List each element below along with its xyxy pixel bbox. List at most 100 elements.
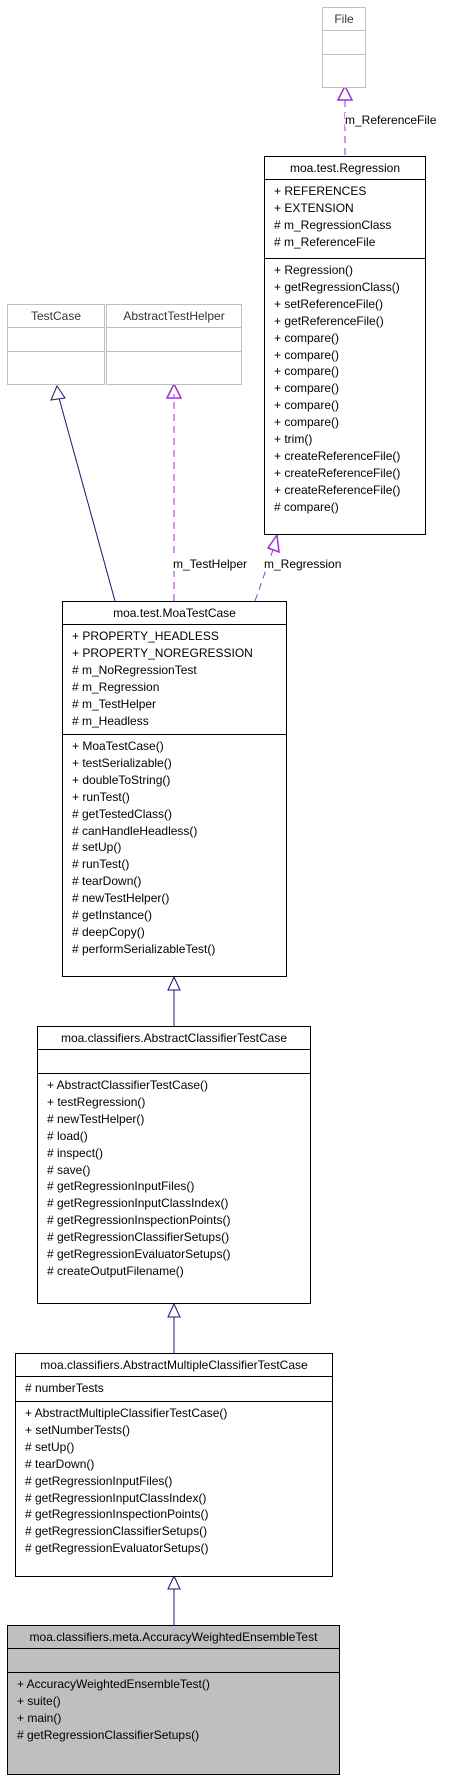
method: # getRegressionInputFiles() [47, 1179, 195, 1194]
method: + doubleToString() [72, 772, 171, 787]
method: + setReferenceFile() [274, 296, 384, 311]
methods-section: + AbstractMultipleClassifierTestCase() +… [16, 1402, 332, 1560]
attribute: # numberTests [25, 1381, 104, 1395]
method: # tearDown() [25, 1456, 95, 1471]
attributes-section [38, 1050, 310, 1074]
method: + testSerializable() [72, 755, 172, 770]
method: # getRegressionClassifierSetups() [25, 1524, 208, 1539]
method: + compare() [274, 330, 340, 345]
attributes-section: + PROPERTY_HEADLESS + PROPERTY_NOREGRESS… [63, 625, 286, 735]
method: # getRegressionInputClassIndex() [25, 1490, 207, 1505]
method: # getRegressionClassifierSetups() [47, 1230, 230, 1245]
method: + AccuracyWeightedEnsembleTest() [17, 1677, 210, 1691]
inherit-arrow-abstractclassifier [167, 1302, 181, 1318]
arrowhead-helper [165, 382, 183, 399]
attribute: # m_Headless [72, 713, 149, 728]
inherit-arrow-testcase [50, 384, 66, 401]
class-abstractmultipleclassifiertestcase[interactable]: moa.classifiers.AbstractMultipleClassifi… [15, 1353, 333, 1577]
method: # setUp() [72, 840, 122, 855]
attribute: # m_Regression [72, 679, 160, 694]
method: # tearDown() [72, 874, 142, 889]
method: # canHandleHeadless() [72, 823, 198, 838]
method: # getTestedClass() [72, 806, 173, 821]
methods-section [323, 55, 365, 79]
method: + runTest() [72, 789, 130, 804]
class-testcase[interactable]: TestCase [7, 304, 105, 385]
arrowhead-regression [266, 532, 280, 554]
method: # deepCopy() [72, 924, 145, 939]
attributes-section [8, 328, 104, 352]
edge-label-regression: m_Regression [264, 557, 342, 571]
class-moatestcase[interactable]: moa.test.MoaTestCase + PROPERTY_HEADLESS… [62, 601, 287, 977]
method: + AbstractMultipleClassifierTestCase() [25, 1406, 228, 1420]
class-abstracttesthelper[interactable]: AbstractTestHelper [106, 304, 242, 385]
method: + AbstractClassifierTestCase() [47, 1078, 209, 1092]
methods-section: + Regression() + getRegressionClass() + … [265, 259, 425, 519]
method: # save() [47, 1162, 91, 1177]
method: + main() [17, 1710, 62, 1725]
attribute: # m_NoRegressionTest [72, 662, 197, 677]
method: # getRegressionInspectionPoints() [25, 1507, 209, 1522]
attributes-section: # numberTests [16, 1377, 332, 1402]
attributes-section [8, 1649, 339, 1673]
method: # getRegressionInspectionPoints() [47, 1213, 231, 1228]
attribute: + EXTENSION [274, 200, 354, 215]
method: + suite() [17, 1693, 61, 1708]
arrowhead-file [336, 84, 354, 101]
methods-section [8, 352, 104, 376]
class-accuracyweightedensembletest[interactable]: moa.classifiers.meta.AccuracyWeightedEns… [7, 1625, 340, 1775]
attribute: + PROPERTY_NOREGRESSION [72, 645, 253, 660]
method: + compare() [274, 398, 340, 413]
class-name: moa.test.MoaTestCase [63, 602, 286, 625]
class-name: moa.test.Regression [265, 157, 425, 180]
method: # createOutputFilename() [47, 1263, 184, 1278]
methods-section [107, 352, 241, 376]
methods-section: + AccuracyWeightedEnsembleTest() + suite… [8, 1673, 339, 1747]
attributes-section [107, 328, 241, 352]
method: # inspect() [47, 1145, 104, 1160]
method: + getRegressionClass() [274, 279, 400, 294]
method: # newTestHelper() [72, 891, 170, 906]
inherit-arrow-abstractmultiple [167, 1574, 181, 1590]
attribute: + PROPERTY_HEADLESS [72, 629, 219, 643]
class-regression[interactable]: moa.test.Regression + REFERENCES + EXTEN… [264, 156, 426, 535]
method: # runTest() [72, 857, 130, 872]
attribute: # m_ReferenceFile [274, 234, 376, 249]
method: # getRegressionClassifierSetups() [17, 1727, 200, 1742]
attributes-section [323, 31, 365, 55]
class-name: AbstractTestHelper [107, 305, 241, 328]
class-name: moa.classifiers.AbstractClassifierTestCa… [38, 1027, 310, 1050]
attributes-section: + REFERENCES + EXTENSION # m_RegressionC… [265, 180, 425, 259]
attribute: # m_RegressionClass [274, 217, 392, 232]
method: # load() [47, 1128, 88, 1143]
method: + createReferenceFile() [274, 465, 401, 480]
method: # newTestHelper() [47, 1111, 145, 1126]
method: + setNumberTests() [25, 1422, 131, 1437]
method: + Regression() [274, 263, 354, 277]
method: # getRegressionInputClassIndex() [47, 1196, 229, 1211]
method: # getInstance() [72, 908, 153, 923]
edge-label-test-helper: m_TestHelper [173, 557, 248, 571]
attribute: + REFERENCES [274, 184, 367, 198]
methods-section: + AbstractClassifierTestCase() + testReg… [38, 1074, 310, 1283]
method: + MoaTestCase() [72, 739, 164, 753]
class-name: File [323, 8, 365, 31]
class-name: moa.classifiers.meta.AccuracyWeightedEns… [8, 1626, 339, 1649]
method: + getReferenceFile() [274, 313, 384, 328]
class-name: TestCase [8, 305, 104, 328]
class-name: moa.classifiers.AbstractMultipleClassifi… [16, 1354, 332, 1377]
edge-moatestcase-to-testcase [58, 397, 116, 602]
class-abstractclassifiertestcase[interactable]: moa.classifiers.AbstractClassifierTestCa… [37, 1026, 311, 1304]
class-file[interactable]: File [322, 7, 366, 88]
method: + compare() [274, 415, 340, 430]
edge-label-reference-file: m_ReferenceFile [345, 113, 437, 127]
method: + compare() [274, 347, 340, 362]
method: # compare() [274, 499, 339, 514]
edge-moatestcase-to-regression [254, 546, 275, 602]
method: + trim() [274, 432, 313, 447]
method: + compare() [274, 364, 340, 379]
method: # getRegressionEvaluatorSetups() [47, 1247, 231, 1262]
method: # getRegressionInputFiles() [25, 1473, 173, 1488]
methods-section: + MoaTestCase() + testSerializable() + d… [63, 735, 286, 961]
